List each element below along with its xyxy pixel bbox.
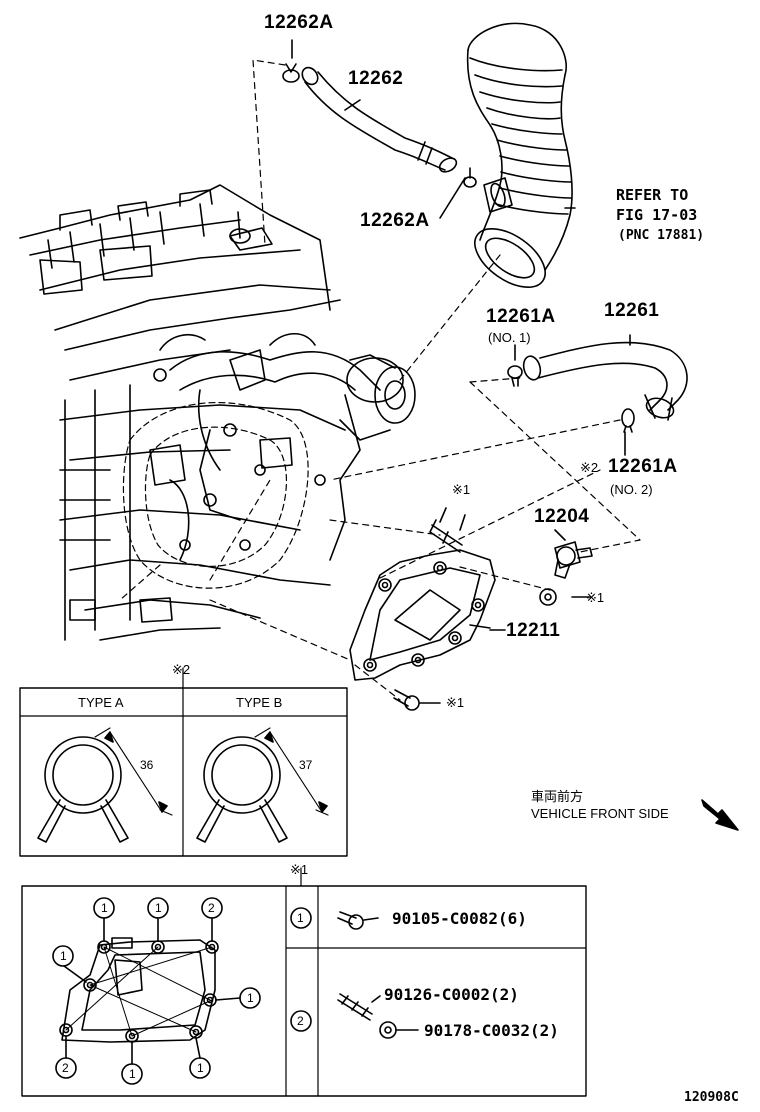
figure-code: 120908C: [684, 1090, 739, 1105]
fastener-box-mark: ※1: [290, 862, 309, 877]
label-12261A-no2-sub: (NO. 2): [610, 482, 653, 497]
label-12211: 12211: [506, 620, 561, 641]
label-12262A-top: 12262A: [264, 12, 334, 33]
label-12262: 12262: [348, 68, 404, 89]
part-90105: 90105-C0082(6): [392, 909, 527, 928]
label-12261A-no2-mark: ※2: [580, 460, 599, 475]
stud-mark: ※1: [452, 482, 471, 497]
vehicle-front-jp: 車両前方: [531, 789, 584, 804]
hose-12261: [507, 341, 688, 433]
label-12261A-no2: 12261A: [608, 456, 678, 477]
label-12204: 12204: [534, 506, 590, 527]
sensor-12204: [554, 541, 593, 579]
callout-8: 1: [197, 1061, 204, 1075]
refer-line-2: FIG 17-03: [616, 206, 698, 224]
type-b-dimension: 37: [299, 758, 313, 772]
row-2-key: 2: [297, 1014, 304, 1028]
refer-line-1: REFER TO: [616, 186, 689, 204]
callout-1: 1: [101, 901, 108, 915]
callout-7: 1: [129, 1067, 136, 1081]
intake-hose: [466, 22, 573, 288]
callout-6: 2: [62, 1061, 69, 1075]
type-box-mark: ※2: [172, 662, 191, 677]
callout-3: 2: [208, 901, 215, 915]
nut-mark: ※1: [586, 590, 605, 605]
part-90126: 90126-C0002(2): [384, 985, 519, 1004]
refer-line-3: (PNC 17881): [618, 228, 705, 243]
type-a-dimension: 36: [140, 758, 154, 772]
hose-12262: [282, 63, 477, 188]
label-12262A-mid: 12262A: [360, 210, 430, 231]
vehicle-front-en: VEHICLE FRONT SIDE: [531, 806, 669, 821]
callout-5: 1: [247, 991, 254, 1005]
row-1-key: 1: [297, 911, 304, 925]
engine-block: [19, 184, 416, 641]
callout-4: 1: [60, 949, 67, 963]
label-12261: 12261: [604, 300, 660, 321]
bracket-12211: [349, 549, 496, 681]
bolt-mark: ※1: [446, 695, 465, 710]
callout-2: 1: [155, 901, 162, 915]
part-90178: 90178-C0032(2): [424, 1021, 559, 1040]
label-12261A-no1-sub: (NO. 1): [488, 330, 531, 345]
type-a-header: TYPE A: [78, 695, 124, 710]
label-12261A-no1: 12261A: [486, 306, 556, 327]
type-b-header: TYPE B: [236, 695, 283, 710]
